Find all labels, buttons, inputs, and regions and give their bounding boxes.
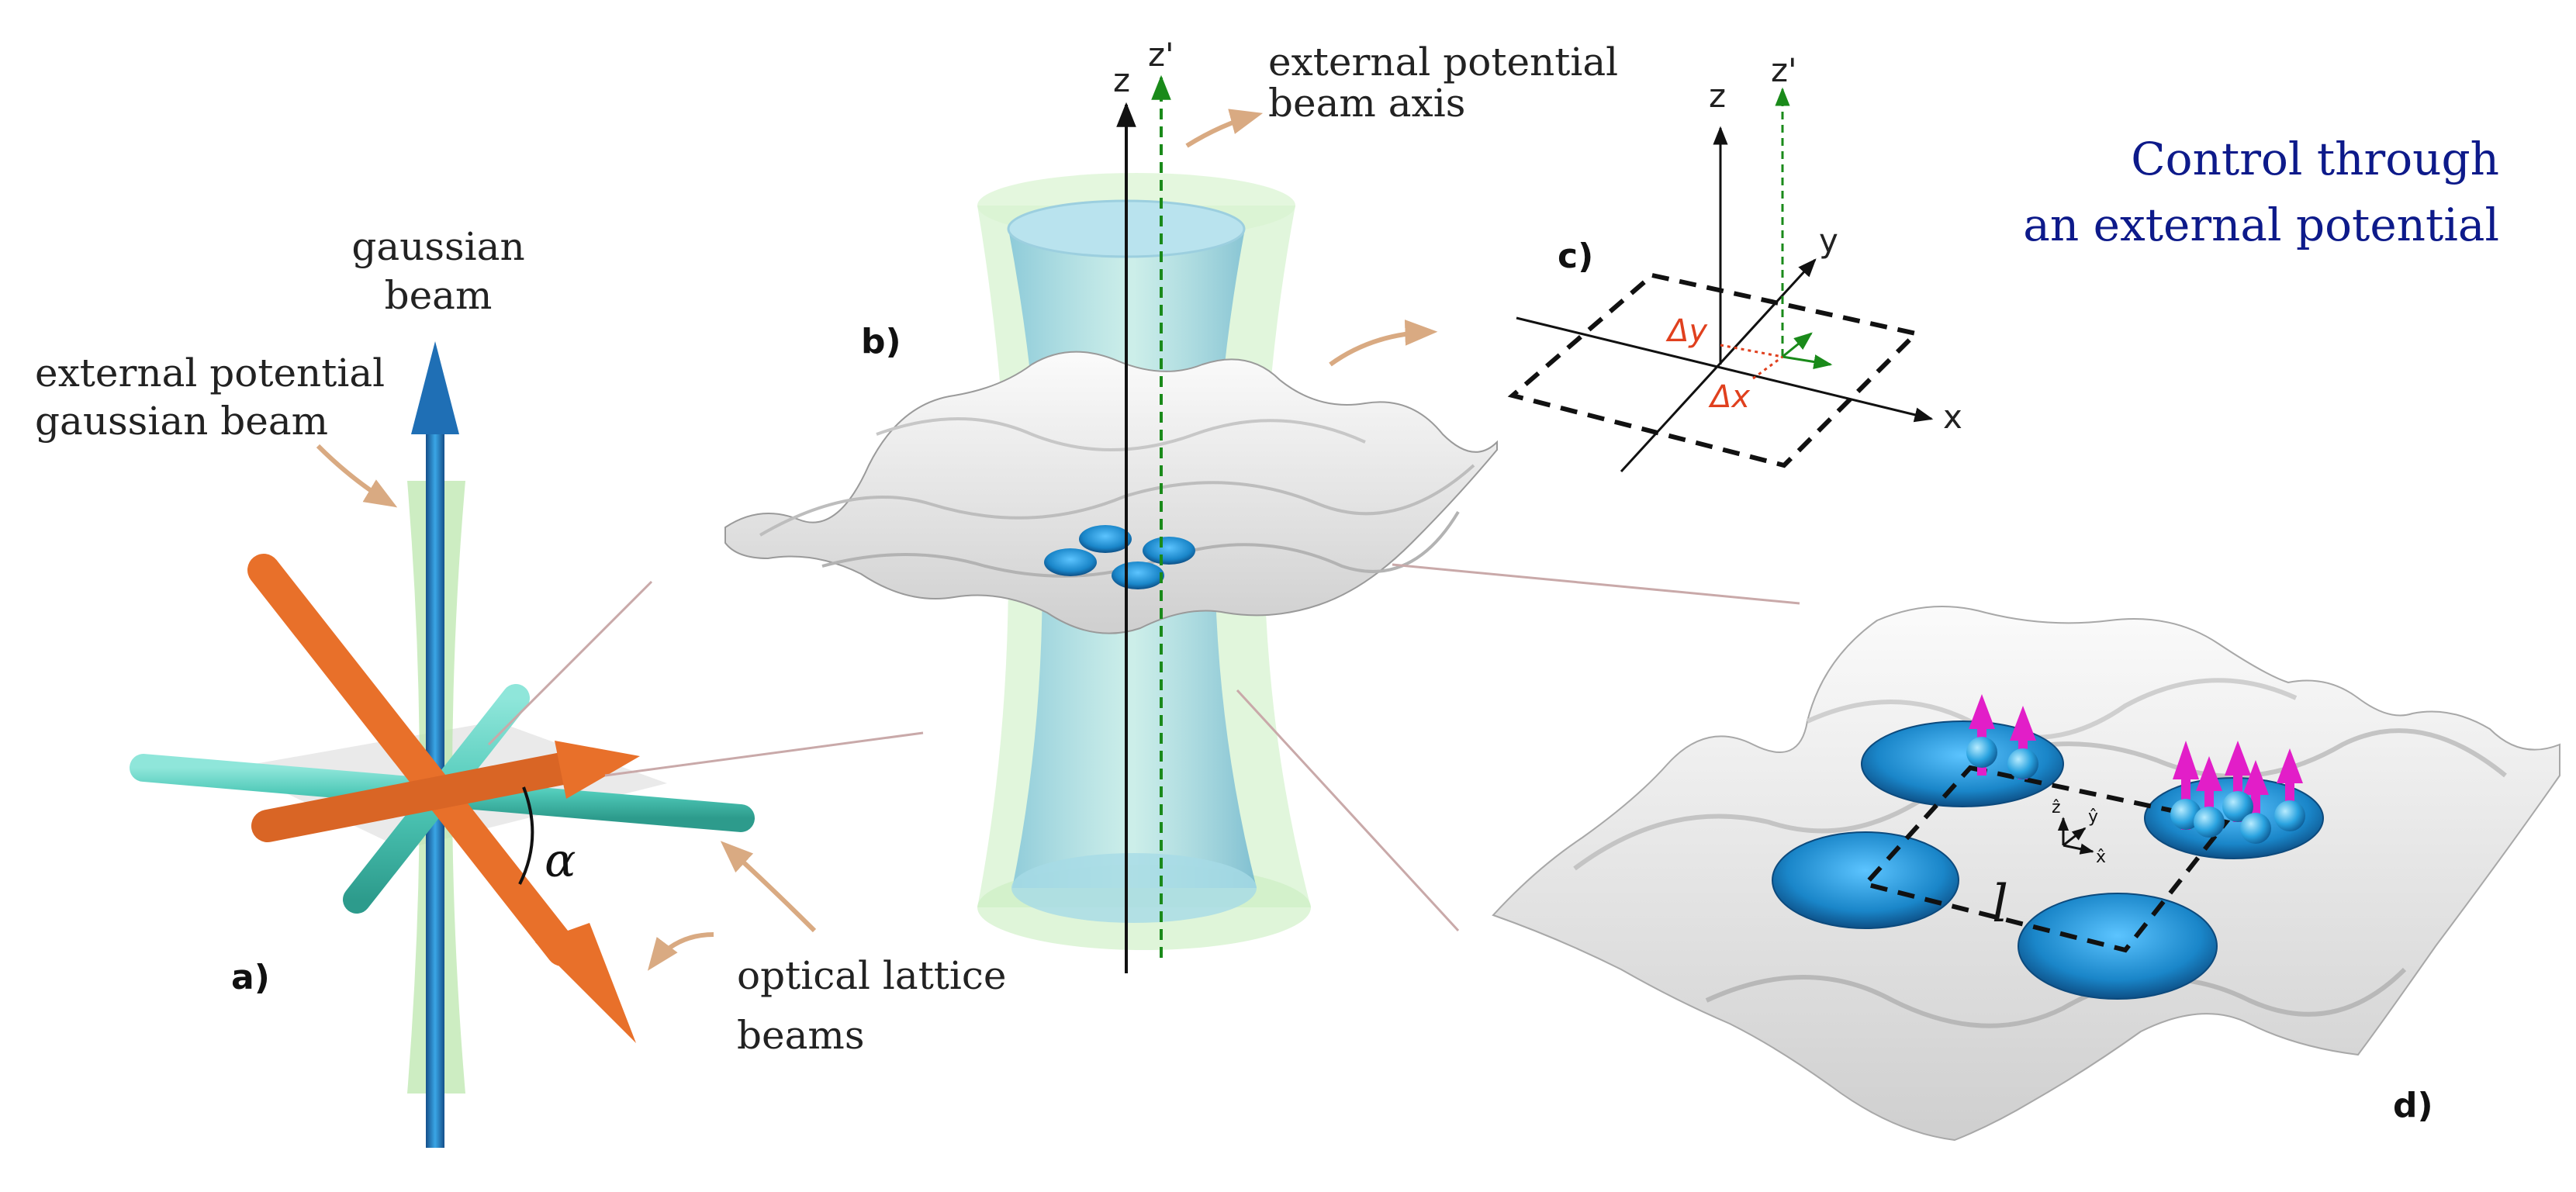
external-potential-label-2: gaussian beam [35,399,328,444]
panel-a-label: a) [231,958,270,997]
beam-axis-label-2: beam axis [1268,81,1465,126]
spin-arrowhead [2225,741,2251,776]
zprime-axis-label: z' [1148,36,1174,74]
z-axis-c-label: z [1709,77,1726,115]
title-line-1: Control through [2131,133,2499,185]
beam-axis-label-1: external potential [1268,40,1618,85]
gaussian-beam-label-2: beam [385,273,493,318]
small-frame-y-label: ŷ [2088,807,2098,827]
x-axis-label: x [1943,398,1962,436]
title-line-2: an external potential [2023,199,2499,251]
lattice-ridge-3 [876,417,1366,451]
optical-lattice-label-1: optical lattice [737,953,1006,998]
well-back-left [1861,720,2064,807]
zprime-frame-x [1782,354,1833,370]
y-axis-label: y [1819,222,1838,260]
delta-y-offset [1720,344,1783,358]
connector-line-1 [487,580,653,746]
spin-arrowhead [2173,741,2199,779]
angle-arc [518,786,534,885]
panel-c-label: c) [1558,237,1593,276]
zprime-frame-y [1782,332,1813,358]
connector-line-2 [604,731,924,777]
spin-arrowhead [2277,748,2303,783]
atom-disc-3 [1044,548,1097,576]
small-frame-z-label: ẑ [2052,798,2061,817]
connector-line-3 [1392,563,1800,605]
atom-ball [2240,813,2271,844]
panel-d-label: d) [2393,1086,2433,1125]
beam-axis-pointer [1185,109,1264,148]
spin-arrowhead [2196,756,2222,791]
optical-lattice-label-2: beams [737,1013,864,1058]
panel-d: l ẑ x̂ ŷ [1492,606,2560,1142]
optical-beams-pointer-1 [720,841,817,933]
spin-arrowhead [2010,706,2036,741]
atom-ball [2274,800,2305,831]
atom-disc-4 [1112,561,1164,589]
orange-beam-2 [251,751,583,842]
small-frame-y [2063,827,2087,847]
atom-ball [2222,791,2253,822]
x-axis [1516,316,1934,423]
surface-ridge-2 [1705,967,2407,1028]
external-beam-pointer [316,444,398,508]
atom-disc-2 [1143,537,1195,565]
surface-ridge-3 [1806,678,2298,740]
panel-c: Δy Δx z z' x y c) [1507,51,1962,473]
zprime-axis-c-label: z' [1771,51,1797,89]
lattice-cell-outline [1507,272,1921,468]
orange-beam-1 [247,554,579,966]
gaussian-beam-label-1: gaussian [351,224,524,269]
atom-ball [1966,737,1997,768]
spin-cluster-right [2170,741,2305,844]
gaussian-beam-arrowhead [411,341,459,434]
atom-ball [2194,807,2225,838]
small-frame-x [2063,843,2094,855]
connector-line-4 [1236,689,1460,932]
z-axis-label: z [1113,61,1130,99]
external-potential-label-1: external potential [35,351,385,396]
panel-b: z z' external potential beam axis b) [724,36,1618,973]
well-front-left [1772,831,1959,929]
small-frame-x-label: x̂ [2096,848,2106,867]
lattice-spacing-label: l [1992,874,2008,934]
delta-x-label: Δx [1708,379,1750,415]
spin-cluster-left [1966,694,2038,779]
y-axis [1620,258,1817,473]
orange-beam-1-arrowhead [535,923,636,1043]
lattice-surface [724,351,1498,634]
potential-surface [1492,606,2560,1142]
panel-c-pointer [1329,320,1438,367]
panel-a: α gaussian beam external potential gauss… [35,224,1006,1148]
spin-arrowhead [1969,694,1995,729]
angle-symbol: α [545,834,576,888]
atom-disc-1 [1079,525,1132,553]
orange-beam-2-arrowhead [555,741,640,799]
panel-b-label: b) [861,322,901,361]
spin-arrowhead [2242,760,2269,795]
atom-ball [2007,748,2038,779]
lattice-unit-cell [1861,765,2231,953]
delta-x-offset [1752,355,1783,380]
delta-y-label: Δy [1665,313,1708,349]
optical-beams-pointer-2 [647,932,714,971]
inner-tube-bottom [1011,853,1257,923]
